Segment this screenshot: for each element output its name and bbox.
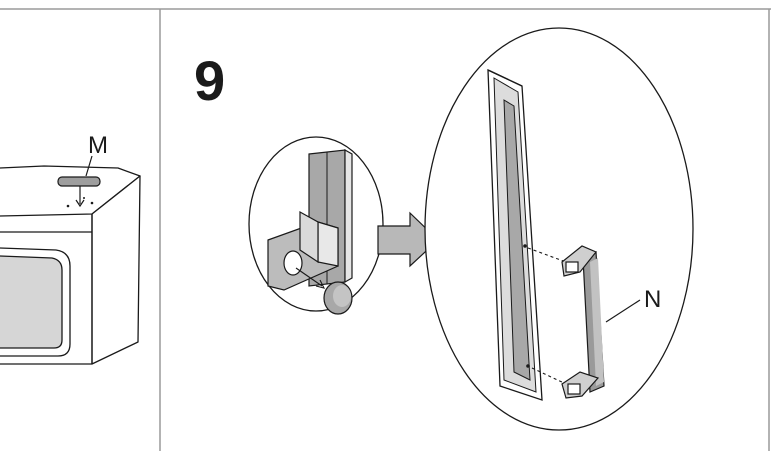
callout-n-leader [605,299,641,323]
part-m-plug [57,176,101,208]
callout-m-label: M [88,132,108,159]
cabinet-illustration [0,165,141,365]
callout-m-leader [85,155,93,177]
transition-arrow [377,211,439,268]
callout-n-label: N [644,286,661,313]
panel-frame [0,8,771,451]
surface-dots [66,197,94,208]
detail-circle-bracket [248,136,384,315]
step-number: 9 [194,49,225,112]
handle-n [561,245,605,399]
detail-circle-handle [424,27,694,431]
